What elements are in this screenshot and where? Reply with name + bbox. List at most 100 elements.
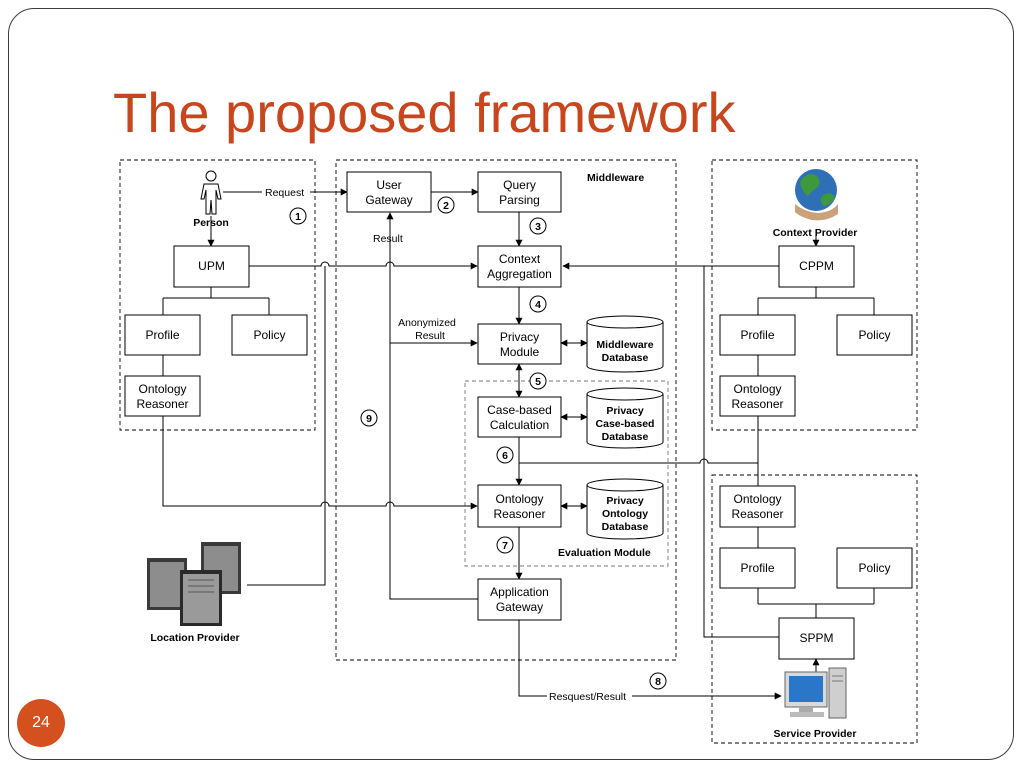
appgw-to-sp-a (518, 620, 547, 697)
svg-text:8: 8 (655, 676, 661, 688)
svg-text:2: 2 (443, 200, 449, 212)
svg-text:Policy: Policy (253, 328, 285, 342)
svg-text:Reasoner: Reasoner (493, 507, 545, 521)
evaluation-module-region (464, 380, 669, 567)
location-link (247, 266, 326, 586)
svg-text:User: User (376, 178, 401, 192)
person-icon (200, 170, 222, 215)
sp-policy-box: Policy (836, 547, 913, 589)
svg-text:Case-based: Case-based (487, 403, 552, 417)
person-label: Person (193, 217, 229, 229)
cppm-tree (757, 287, 875, 376)
service-provider-label: Service Provider (774, 728, 857, 740)
sppm-tree (757, 527, 875, 618)
svg-text:Privacy: Privacy (606, 495, 644, 507)
result-line (386, 212, 478, 600)
middleware-region (335, 159, 677, 661)
svg-text:Database: Database (602, 521, 649, 533)
svg-text:Ontology: Ontology (138, 382, 186, 396)
svg-text:9: 9 (366, 413, 372, 425)
step-2-marker: 2 (437, 196, 455, 214)
svg-text:Profile: Profile (145, 328, 179, 342)
svg-text:4: 4 (535, 299, 541, 311)
person-onto-to-mw-onto (162, 415, 478, 510)
sp-profile-box: Profile (719, 547, 796, 589)
step-4-marker: 4 (529, 295, 547, 313)
step-5-marker: 5 (529, 372, 547, 390)
person-region (119, 159, 316, 431)
svg-text:3: 3 (535, 221, 541, 233)
svg-text:Query: Query (503, 178, 536, 192)
svg-text:Middleware: Middleware (596, 339, 653, 351)
step-9-marker: 9 (360, 409, 378, 427)
svg-text:Parsing: Parsing (499, 193, 540, 207)
svg-text:1: 1 (295, 211, 301, 223)
result-label: Result (373, 233, 403, 245)
sppm-to-context (703, 266, 779, 638)
svg-text:7: 7 (502, 540, 508, 552)
svg-text:Privacy: Privacy (500, 330, 539, 344)
svg-text:Reasoner: Reasoner (136, 397, 188, 411)
svg-text:Module: Module (500, 345, 540, 359)
case-to-sp-onto (519, 458, 759, 486)
privacy-case-based-database: Privacy Case-based Database (586, 387, 664, 449)
svg-text:6: 6 (502, 450, 508, 462)
svg-text:Context: Context (499, 252, 541, 266)
svg-text:Ontology: Ontology (602, 508, 648, 520)
step-6-marker: 6 (496, 446, 514, 464)
evaluation-module-label: Evaluation Module (558, 547, 651, 559)
computer-icon (784, 667, 847, 719)
upm-to-context (249, 261, 478, 270)
slide-number-badge: 24 (17, 699, 65, 747)
svg-text:Profile: Profile (740, 561, 774, 575)
upm-box: UPM (173, 245, 250, 288)
middleware-database: Middleware Database (586, 315, 664, 373)
anonymized-result-label-1: Anonymized (398, 317, 456, 329)
svg-text:Ontology: Ontology (733, 382, 781, 396)
svg-text:Database: Database (602, 352, 649, 364)
svg-text:Policy: Policy (858, 328, 890, 342)
svg-text:Ontology: Ontology (495, 492, 543, 506)
svg-text:Application: Application (490, 585, 549, 599)
cppm-box: CPPM (778, 245, 855, 288)
cp-policy-box: Policy (836, 314, 913, 356)
step-3-marker: 3 (529, 217, 547, 235)
anonymized-result-label-2: Result (415, 330, 445, 342)
svg-text:Case-based: Case-based (596, 418, 655, 430)
service-provider-region (711, 474, 918, 744)
middleware-label: Middleware (587, 172, 644, 184)
slide-title: The proposed framework (113, 81, 736, 144)
context-provider-region (711, 159, 918, 431)
request-label: Request (265, 187, 304, 199)
svg-text:Ontology: Ontology (733, 492, 781, 506)
sppm-box: SPPM (778, 617, 855, 660)
svg-text:Profile: Profile (740, 328, 774, 342)
svg-text:5: 5 (535, 376, 541, 388)
svg-text:Aggregation: Aggregation (487, 267, 552, 281)
svg-text:Reasoner: Reasoner (731, 507, 783, 521)
person-profile-box: Profile (124, 314, 201, 356)
upm-tree (162, 287, 270, 376)
server-icon (147, 542, 241, 626)
step-8-marker: 8 (649, 672, 667, 690)
svg-text:Database: Database (602, 431, 649, 443)
svg-text:Reasoner: Reasoner (731, 397, 783, 411)
context-provider-label: Context Provider (773, 227, 858, 239)
location-provider-label: Location Provider (150, 632, 239, 644)
svg-text:Calculation: Calculation (490, 418, 549, 432)
step-7-marker: 7 (496, 536, 514, 554)
svg-text:SPPM: SPPM (799, 631, 833, 645)
svg-text:Privacy: Privacy (606, 405, 644, 417)
privacy-ontology-database: Privacy Ontology Database (586, 478, 664, 540)
